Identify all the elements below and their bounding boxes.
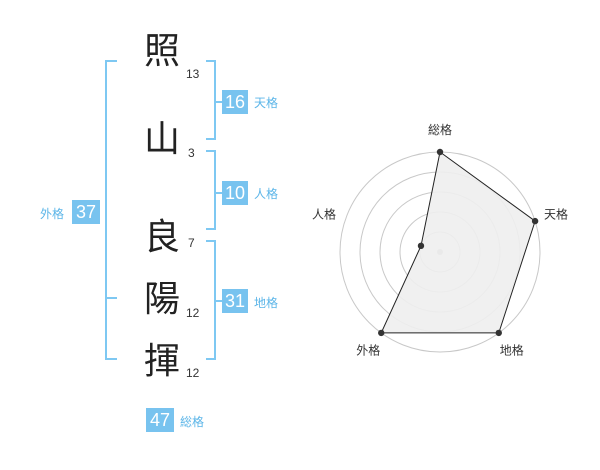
radar-axis-label-3: 外格 (356, 343, 380, 358)
chikaku-bracket-bottom (206, 358, 216, 360)
jinkaku-bracket-top (206, 150, 216, 152)
radar-axis-label-0: 総格 (428, 122, 452, 137)
radar-point-3 (378, 329, 385, 337)
jinkaku-bracket-side (214, 150, 216, 230)
stroke-count-1: 13 (186, 67, 200, 81)
tenkaku-badge: 16 (222, 90, 248, 114)
radar-area (380, 151, 536, 334)
chikaku-label: 地格 (254, 296, 279, 310)
radar-axis-label-4: 人格 (312, 206, 336, 221)
chikaku-connector (214, 300, 222, 302)
name-char-1: 照 (143, 31, 180, 72)
jinkaku-connector (214, 192, 222, 194)
gaikaku-bracket-side (105, 60, 107, 360)
stroke-count-5: 12 (186, 366, 200, 380)
tenkaku-bracket-top (206, 60, 216, 62)
tenkaku-bracket-side (214, 60, 216, 140)
soukaku-badge: 47 (146, 408, 174, 432)
radar-point-1 (531, 217, 539, 225)
tenkaku-bracket-bottom (206, 138, 216, 140)
soukaku-label: 総格 (180, 415, 205, 429)
stroke-count-3: 7 (188, 236, 195, 250)
stroke-count-4: 12 (186, 306, 200, 320)
chikaku-bracket-top (206, 240, 216, 242)
chikaku-badge: 31 (222, 289, 248, 313)
gaikaku-bracket-mid (105, 297, 117, 299)
radar-axis-label-2: 地格 (500, 343, 524, 358)
gaikaku-bracket-bottom (105, 358, 117, 360)
jinkaku-badge: 10 (222, 181, 248, 205)
name-char-3: 良 (143, 217, 180, 258)
radar-points (378, 148, 539, 337)
radar-axis-label-1: 天格 (544, 206, 568, 221)
radar-point-4 (417, 242, 425, 250)
stroke-count-2: 3 (188, 146, 195, 160)
gaikaku-label: 外格 (40, 207, 65, 221)
name-char-4: 陽 (143, 279, 180, 320)
name-char-5: 揮 (143, 341, 180, 382)
radar-point-0 (436, 148, 444, 156)
gaikaku-bracket-top (105, 60, 117, 62)
jinkaku-label: 人格 (254, 187, 279, 201)
jinkaku-bracket-bottom (206, 228, 216, 230)
tenkaku-label: 天格 (254, 96, 279, 110)
gaikaku-badge: 37 (72, 200, 100, 224)
tenkaku-connector (214, 101, 222, 103)
name-char-2: 山 (143, 119, 180, 160)
radar-point-2 (495, 329, 502, 337)
